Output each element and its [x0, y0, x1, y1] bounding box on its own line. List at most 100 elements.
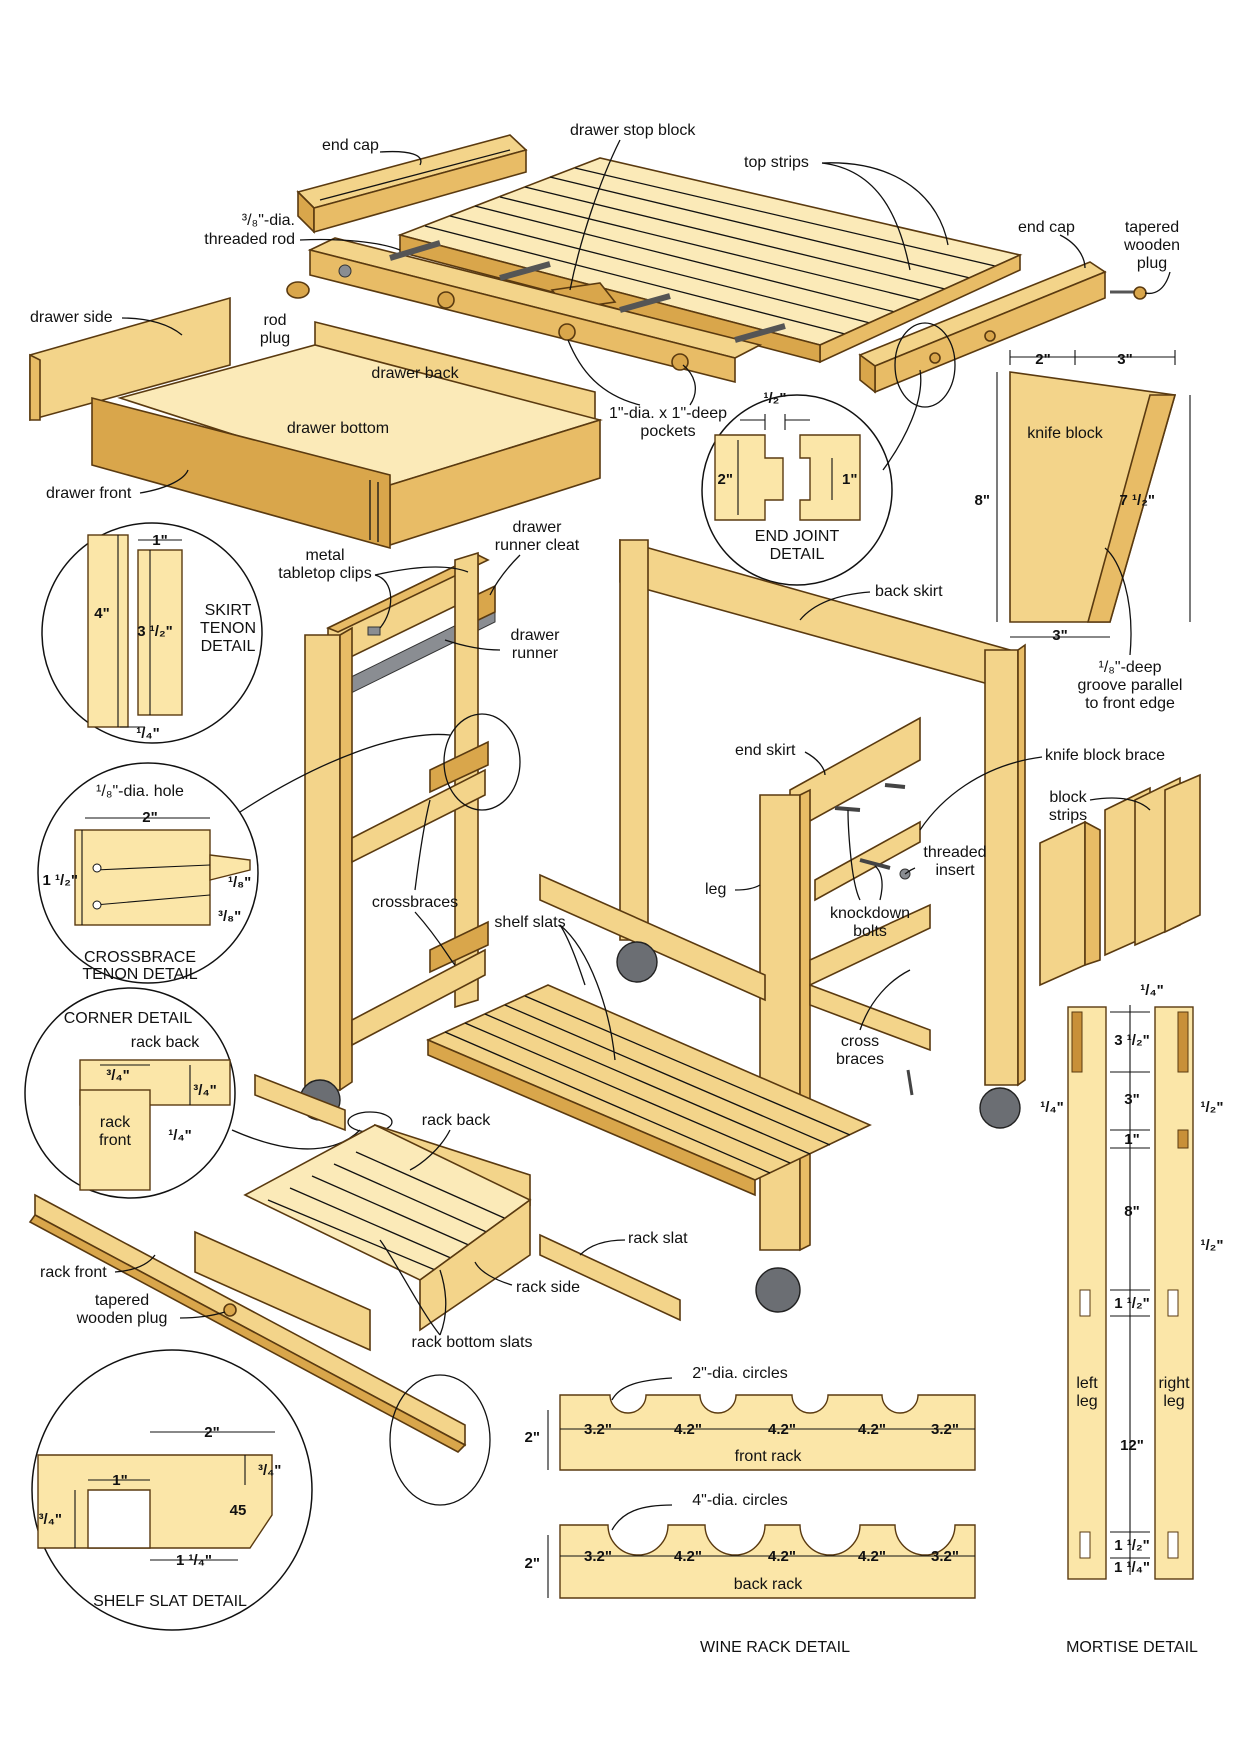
corner-detail: CORNER DETAIL rack back rack front ³/₄" …	[24, 987, 393, 1199]
top-strip-lines	[424, 167, 996, 335]
shelf-crossbrace-back	[539, 873, 766, 1002]
front-leg	[759, 794, 801, 1251]
label-shelf-slats: shelf slats	[494, 914, 565, 931]
slat-dim-three-quarter-b: ³/₄"	[39, 1511, 62, 1528]
label-drawer-stop-block: drawer stop block	[570, 122, 696, 139]
corner-rack-back: rack back	[131, 1034, 200, 1051]
back-rack-profile	[559, 1524, 976, 1599]
front-circles-label: 2"-dia. circles	[692, 1365, 787, 1382]
crossbrace-dim-eighth: ¹/₈"	[228, 874, 251, 891]
label-block-strips-b: strips	[1049, 807, 1087, 824]
rack-bottom-slats	[267, 1151, 521, 1273]
crossbrace-upper	[351, 768, 486, 864]
label-plug-top-b: wooden	[1123, 237, 1180, 254]
label-pockets-a: 1"-dia. x 1"-deep	[609, 405, 727, 422]
crossbrace-dim-two: 2"	[142, 809, 157, 826]
corner-rack-front-a: rack	[100, 1114, 131, 1131]
front-spacing-4: 4.2"	[858, 1421, 886, 1438]
knife-block-detail: 2" 3" 8" 7 ¹/₂" 3" knife block ¹/₈"-deep…	[975, 350, 1191, 712]
crossbrace-caption-b: TENON DETAIL	[82, 966, 197, 983]
back-spacing-5: 3.2"	[931, 1548, 959, 1565]
callout-labels: end cap drawer stop block top strips ³/₈…	[30, 122, 1180, 1351]
back-rack-height: 2"	[525, 1555, 540, 1572]
rod-plug	[286, 281, 310, 299]
label-plug-top-a: tapered	[1125, 219, 1179, 236]
knife-dim-bottom: 3"	[1052, 627, 1067, 644]
side-rail	[309, 248, 736, 384]
wine-rack-caption: WINE RACK DETAIL	[700, 1639, 850, 1656]
label-end-skirt: end skirt	[735, 742, 796, 759]
label-leg: leg	[705, 881, 726, 898]
label-end-cap-right: end cap	[1018, 219, 1075, 236]
label-knife-block-brace: knife block brace	[1045, 747, 1165, 764]
mortise-dim-half-b: ¹/₂"	[1201, 1237, 1224, 1254]
skirt-dim-quarter: ¹/₄"	[136, 725, 159, 742]
rack-front-piece	[194, 1230, 371, 1352]
skirt-caption-b: TENON	[200, 620, 256, 637]
label-cross-braces-a: cross	[841, 1033, 879, 1050]
wine-rack-assembly	[28, 1073, 681, 1506]
skirt-caption-c: DETAIL	[201, 638, 256, 655]
knife-dim-top-left: 2"	[1035, 351, 1050, 368]
back-spacing-4: 4.2"	[858, 1548, 886, 1565]
back-spacing-1: 3.2"	[584, 1548, 612, 1565]
label-threaded-rod-a: ³/₈"-dia.	[242, 212, 295, 229]
skirt-dim-four: 4"	[94, 605, 109, 622]
label-drawer-bottom: drawer bottom	[287, 420, 389, 437]
knife-block-title: knife block	[1027, 425, 1104, 442]
slat-caption: SHELF SLAT DETAIL	[93, 1593, 247, 1610]
caster-back-left	[616, 941, 658, 983]
drawer-assembly	[29, 296, 603, 550]
main-cart-frame	[426, 538, 1026, 1313]
label-drawer-back: drawer back	[371, 365, 459, 382]
corner-caption: CORNER DETAIL	[64, 1010, 193, 1027]
label-metal-clips-a: metal	[305, 547, 344, 564]
label-drawer-side: drawer side	[30, 309, 113, 326]
knockdown-bolts	[834, 783, 911, 880]
slat-dim-angle: 45	[230, 1502, 247, 1519]
tabletop-assembly	[286, 134, 1147, 394]
label-plug-low-a: tapered	[95, 1292, 149, 1309]
block-strips	[1039, 773, 1201, 987]
label-block-strips-a: block	[1049, 789, 1087, 806]
mortise-dim-three-half: 3 ¹/₂"	[1114, 1032, 1149, 1049]
mortise-left-leg-b: leg	[1076, 1393, 1097, 1410]
knife-groove-c: to front edge	[1085, 695, 1175, 712]
mortise-caption: MORTISE DETAIL	[1066, 1639, 1198, 1656]
back-spacing-2: 4.2"	[674, 1548, 702, 1565]
knife-groove-a: ¹/₈"-deep	[1098, 659, 1161, 676]
shelf-slat-detail: 2" 1" ³/₄" ³/₄" 45 1 ¹/₄" SHELF SLAT DET…	[31, 1349, 313, 1631]
end-joint-dim-one: 1"	[842, 471, 857, 488]
threaded-rods	[338, 240, 786, 343]
label-rod-plug-b: plug	[260, 330, 290, 347]
back-spacing-3: 4.2"	[768, 1548, 796, 1565]
skirt-dim-one: 1"	[152, 532, 167, 549]
back-rack-label: back rack	[734, 1576, 803, 1593]
label-drawer-runner-a: drawer	[511, 627, 561, 644]
caster-front	[755, 1267, 801, 1313]
slat-dim-two: 2"	[204, 1424, 219, 1441]
label-rack-bottom-slats: rack bottom slats	[412, 1334, 533, 1351]
crossbrace-tenon-detail: ¹/₈"-dia. hole 2" 1 ¹/₂" ¹/₈" ³/₈" CROSS…	[37, 733, 451, 984]
label-crossbraces: crossbraces	[372, 894, 458, 911]
wine-rack-detail: 2" front rack 2"-dia. circles 3.2" 4.2" …	[525, 1365, 976, 1656]
label-threaded-insert-b: insert	[935, 862, 975, 879]
mortise-dim-one-half-a: 1 ¹/₂"	[1114, 1295, 1149, 1312]
label-back-skirt: back skirt	[875, 583, 943, 600]
tapered-plug-low	[223, 1303, 237, 1317]
mortise-detail: ¹/₄" 3 ¹/₂" ¹/₄" ¹/₂" 3" 1" 8" ¹/₂" 1 ¹/…	[1040, 982, 1223, 1656]
label-runner-cleat-b: runner cleat	[495, 537, 580, 554]
corner-dim-quarter: ¹/₄"	[168, 1127, 191, 1144]
caster-back-right	[979, 1087, 1021, 1129]
knife-dim-left: 8"	[975, 492, 990, 509]
label-end-cap-left: end cap	[322, 137, 379, 154]
mortise-dim-side-quarter: ¹/₄"	[1040, 1099, 1063, 1116]
end-joint-caption-a: END JOINT	[755, 528, 840, 545]
front-spacing-1: 3.2"	[584, 1421, 612, 1438]
front-rack-height: 2"	[525, 1429, 540, 1446]
mortise-dim-side-half: ¹/₂"	[1201, 1099, 1224, 1116]
label-rack-front: rack front	[40, 1264, 107, 1281]
rack-slat	[539, 1233, 681, 1322]
mortise-dim-top-quarter: ¹/₄"	[1140, 982, 1163, 999]
